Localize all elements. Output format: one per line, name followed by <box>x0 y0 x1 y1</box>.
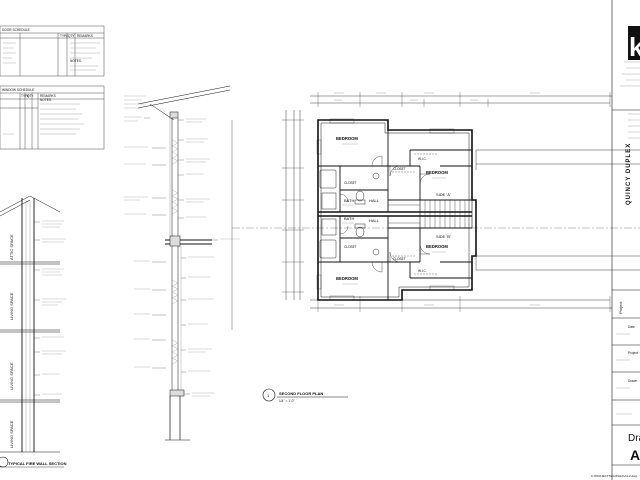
door-col-qty: QTY <box>68 34 75 38</box>
attic-space-label: ATTIC SPACE <box>9 234 14 260</box>
living-space-label-2: LIVING SPACE <box>9 362 14 390</box>
sheet-number: A <box>630 447 640 463</box>
door-schedule <box>0 25 105 77</box>
room-label-bedroom-2: BEDROOM <box>426 170 448 175</box>
room-label-closet-1: CLOSET <box>393 167 406 171</box>
room-label-bedroom-3: BEDROOM <box>336 276 358 281</box>
plan-title: SECOND FLOOR PLAN <box>279 391 323 396</box>
drawing-label: Dra <box>628 433 640 444</box>
title-block <box>611 0 640 480</box>
second-floor-plan <box>231 92 640 330</box>
room-label-bedroom-4: BEDROOM <box>426 244 448 249</box>
project-title-vertical: QUINCY DUPLEX <box>626 143 632 205</box>
room-label-hall-2: HALL <box>369 218 380 223</box>
drawn-label: Drawn <box>628 379 637 383</box>
unit-label-side-b: SIDE 'B' <box>436 234 451 239</box>
window-col-qty: QTY <box>27 94 34 98</box>
living-space-label-3: LIVING SPACE <box>9 420 14 448</box>
window-col-remarks: REMARKS <box>40 94 56 98</box>
file-path: K:\PROJECTS\DUPLEX\A1-2.dwg <box>591 474 637 478</box>
fire-wall-section-drawing <box>0 195 66 453</box>
project-label: Project <box>618 301 623 314</box>
room-label-bedroom-1: BEDROOM <box>336 136 358 141</box>
room-label-bath-1: BATH <box>344 198 354 203</box>
room-label-closet-2: CLOSET <box>393 257 406 261</box>
room-label-closet-4: CLOSET <box>344 245 357 249</box>
fire-wall-section-tag <box>0 456 64 468</box>
plan-detail-number: 1 <box>267 393 270 398</box>
door-col-remarks: REMARKS <box>77 34 93 38</box>
firm-logo <box>628 26 640 60</box>
window-col-type: TYPE <box>21 94 29 98</box>
window-schedule <box>0 85 105 150</box>
room-label-closet-3: CLOSET <box>344 181 357 185</box>
date-label: Date <box>628 325 635 329</box>
door-notes-label: NOTES: <box>70 59 82 63</box>
room-label-wic-1: W.I.C. <box>418 157 427 161</box>
wall-section-detail <box>124 85 240 441</box>
room-label-hall-1: HALL <box>369 198 380 203</box>
door-col-type: TYPE <box>60 34 68 38</box>
window-notes-label: NOTES: <box>40 98 52 102</box>
project-no-label: Project <box>628 351 638 355</box>
firm-logo-letter: k <box>629 32 640 62</box>
door-schedule-title: DOOR SCHEDULE <box>2 28 30 32</box>
window-schedule-title: WINDOW SCHEDULE <box>2 88 34 92</box>
living-space-label-1: LIVING SPACE <box>9 292 14 320</box>
room-label-bath-2: BATH <box>344 216 354 221</box>
fire-wall-section-title: TYPICAL FIRE WALL SECTION <box>8 461 67 466</box>
unit-label-side-a: SIDE 'A' <box>436 192 451 197</box>
plan-scale: 1/4" = 1'-0" <box>279 399 295 403</box>
plan-title-tag <box>262 388 348 402</box>
room-label-wic-2: W.I.C. <box>418 269 427 273</box>
